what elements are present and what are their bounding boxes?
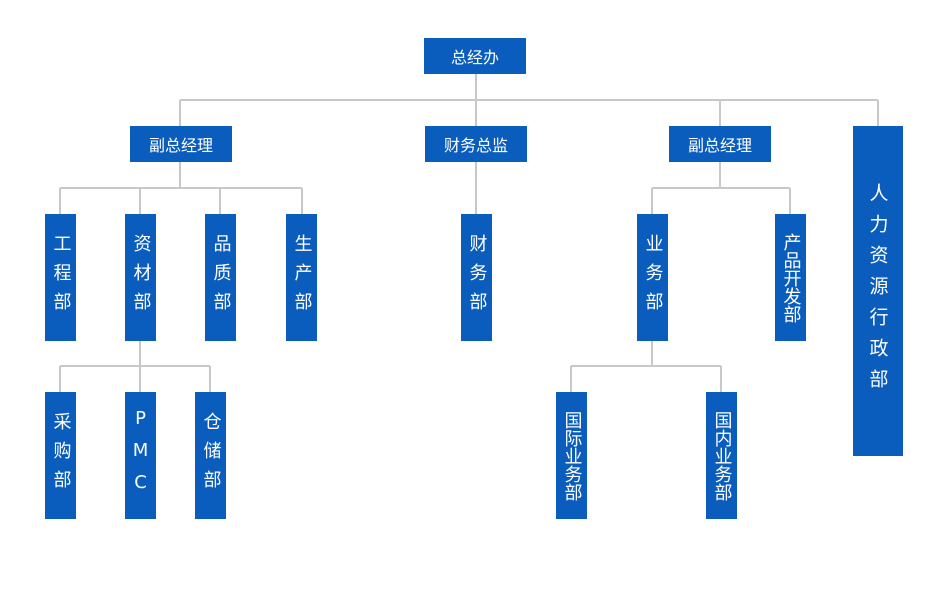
materials-node: 资材部	[125, 214, 156, 341]
finance-director-node: 财务总监	[425, 126, 527, 162]
finance-node: 财务部	[461, 214, 492, 341]
pmc-label: PMC	[130, 407, 151, 504]
vp-right-node: 副总经理	[669, 126, 771, 162]
domestic-business-node: 国内业务部	[706, 392, 737, 519]
engineering-label: 工程部	[50, 234, 72, 321]
intl-business-node: 国际业务部	[556, 392, 587, 519]
business-node: 业务部	[637, 214, 668, 341]
vp-left-label: 副总经理	[148, 136, 213, 155]
pmc-node: PMC	[125, 392, 156, 519]
warehouse-node: 仓储部	[195, 392, 226, 519]
business-label: 业务部	[642, 234, 664, 321]
warehouse-label: 仓储部	[200, 412, 222, 499]
quality-label: 品质部	[210, 234, 232, 321]
vp-left-node: 副总经理	[130, 126, 232, 162]
production-node: 生产部	[286, 214, 317, 341]
quality-node: 品质部	[205, 214, 236, 341]
hr-admin-label: 人力资源行政部	[866, 182, 889, 400]
purchasing-node: 采购部	[45, 392, 76, 519]
hr-admin-node: 人力资源行政部	[853, 126, 903, 456]
domestic-business-label: 国内业务部	[711, 410, 733, 501]
product-dev-label: 产品开发部	[780, 232, 802, 323]
materials-label: 资材部	[130, 234, 152, 321]
finance-label: 财务部	[466, 234, 488, 321]
engineering-node: 工程部	[45, 214, 76, 341]
root-node-general-office: 总经办	[424, 38, 526, 74]
production-label: 生产部	[291, 234, 313, 321]
root-node-label: 总经办	[450, 48, 499, 67]
finance-director-label: 财务总监	[443, 136, 508, 155]
purchasing-label: 采购部	[50, 412, 72, 499]
intl-business-label: 国际业务部	[561, 410, 583, 501]
vp-right-label: 副总经理	[687, 136, 752, 155]
product-dev-node: 产品开发部	[775, 214, 806, 341]
